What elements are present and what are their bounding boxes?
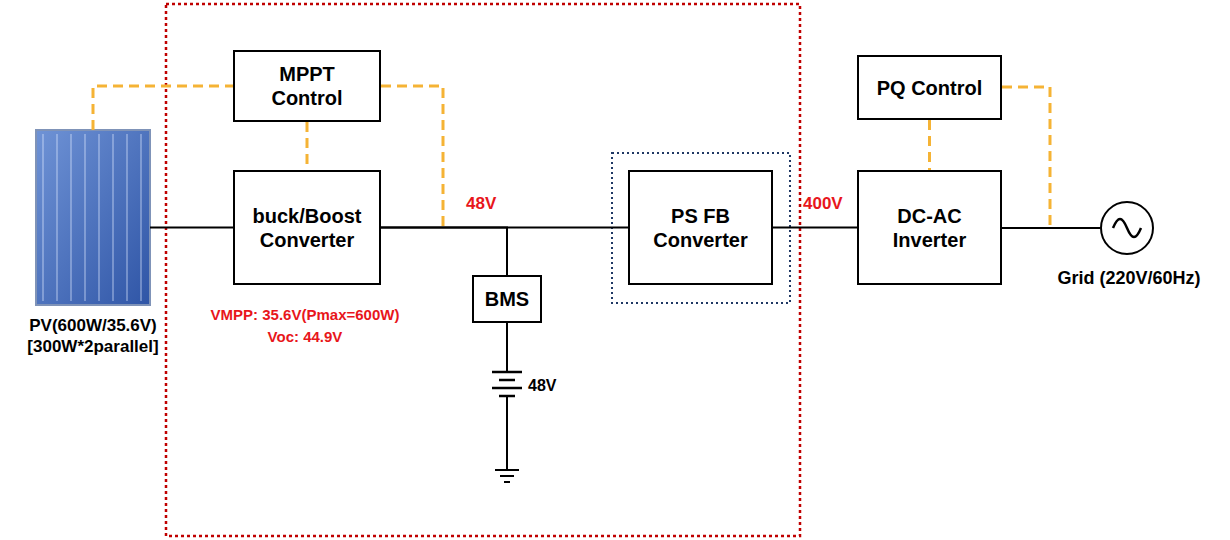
box-label: buck/Boost Converter — [245, 204, 369, 252]
spec-note: VMPP: 35.6V(Pmax=600W) — [190, 305, 420, 324]
box-label: PQ Control — [877, 76, 983, 100]
bus-voltage: 48V — [466, 194, 496, 214]
power-wire — [150, 227, 233, 229]
spec-note: Voc: 44.9V — [190, 327, 420, 346]
caption-text: Grid (220V/60Hz) — [1044, 267, 1214, 289]
battery-voltage: 48V — [528, 377, 556, 395]
control-signal — [306, 122, 309, 170]
ground-symbol — [495, 469, 519, 471]
inverter-box: DC-AC Inverter — [857, 170, 1002, 285]
control-box: PQ Control — [857, 55, 1002, 120]
battery-wire — [506, 396, 508, 470]
control-signal — [928, 120, 931, 170]
system-frame — [166, 4, 800, 536]
pv-array: PV(600W/35.6V) [300W*2parallel] — [36, 130, 150, 305]
bms-box: BMS — [472, 275, 542, 323]
control-signal — [1002, 87, 1050, 228]
control-box: MPPT Control — [233, 50, 381, 122]
box-label: PS FB Converter — [640, 204, 761, 252]
battery-wire — [506, 323, 508, 372]
grid-source: Grid (220V/60Hz) — [1100, 201, 1154, 255]
ground-symbol — [504, 481, 510, 483]
control-signal — [381, 86, 443, 228]
pv-cell-lines — [40, 132, 146, 303]
pv-panel — [36, 130, 150, 305]
power-wire — [381, 228, 507, 276]
power-wire — [773, 227, 857, 229]
converter-box: PS FB Converter — [628, 170, 773, 285]
box-label: MPPT Control — [253, 62, 361, 110]
ac-symbol — [1113, 219, 1141, 237]
converter-box: buck/Boost Converter — [233, 170, 381, 285]
battery-cell — [492, 387, 522, 390]
box-label: BMS — [485, 287, 529, 311]
mppt-group: VMPP: 35.6V(Pmax=600W) Voc: 44.9V MPPT Con… — [190, 37, 420, 390]
control-signal — [93, 86, 233, 130]
battery-cell — [492, 371, 522, 374]
bus-voltage: 400V — [803, 194, 843, 214]
power-wire — [1002, 227, 1100, 229]
battery-cell — [499, 379, 515, 382]
box-label: DC-AC Inverter — [869, 204, 990, 252]
ground-symbol — [500, 475, 514, 477]
caption-text: PV(600W/35.6V) [300W*2parallel] — [3, 315, 183, 357]
converter-frame — [612, 153, 790, 303]
